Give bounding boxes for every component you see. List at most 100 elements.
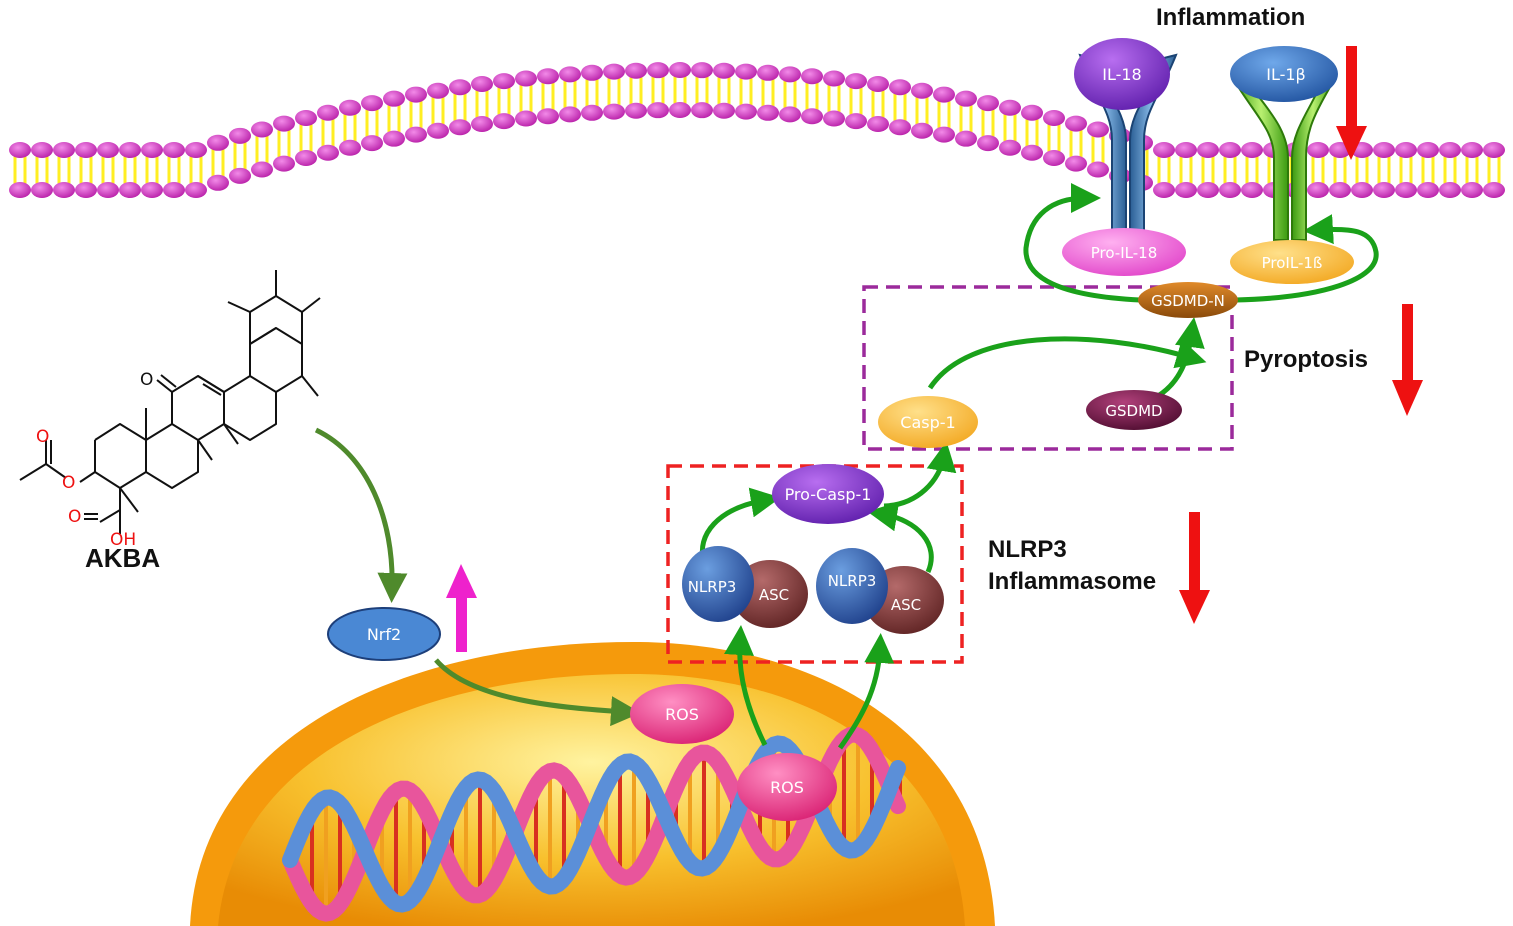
pyroptosis-label: Pyroptosis — [1244, 346, 1369, 373]
lipid — [405, 86, 427, 143]
lipid — [713, 62, 735, 119]
lipid — [317, 104, 339, 161]
svg-text:Pro-IL-18: Pro-IL-18 — [1091, 244, 1158, 262]
compound-name-label: AKBA — [85, 543, 161, 573]
lipid — [53, 142, 75, 198]
lipid — [1087, 121, 1109, 178]
lipid — [295, 110, 317, 167]
lipid — [163, 142, 185, 198]
lipid — [735, 63, 757, 120]
pyroptosis-box — [862, 285, 1234, 451]
svg-text:ProIL-1ß: ProIL-1ß — [1262, 254, 1323, 272]
lipid — [119, 142, 141, 198]
svg-text:Nrf2: Nrf2 — [367, 625, 401, 644]
lipid — [823, 70, 845, 127]
ros-node-2: ROS — [737, 753, 837, 821]
lipid — [647, 62, 669, 119]
svg-text:IL-18: IL-18 — [1102, 65, 1141, 84]
lipid — [427, 82, 449, 139]
lipid — [185, 142, 207, 198]
lipid — [229, 127, 251, 184]
inflammasome-label: Inflammasome — [988, 568, 1157, 595]
lipid — [1241, 142, 1263, 198]
lipid — [515, 70, 537, 127]
lipid — [537, 68, 559, 125]
lipid — [273, 115, 295, 172]
atom-o-ester: O — [62, 473, 75, 493]
lipid — [1065, 115, 1087, 172]
lipid — [1043, 110, 1065, 167]
lipid — [141, 142, 163, 198]
lipid — [845, 73, 867, 130]
ros-node-1: ROS — [630, 684, 734, 744]
svg-text:ASC: ASC — [891, 596, 921, 614]
lipid — [1175, 142, 1197, 198]
lipid — [1219, 142, 1241, 198]
svg-text:Casp-1: Casp-1 — [900, 413, 955, 432]
lipid — [31, 142, 53, 198]
lipid — [977, 95, 999, 152]
lipid — [1417, 142, 1439, 198]
atom-o-ketone: O — [140, 370, 153, 390]
nrf2-node: Nrf2 — [327, 607, 441, 661]
lipid — [1395, 142, 1417, 198]
lipid — [1373, 142, 1395, 198]
nlrp3-inflammasome-box — [666, 464, 964, 664]
down-arrow-pyroptosis — [1392, 304, 1423, 416]
il18-node: IL-18 — [1074, 38, 1170, 110]
svg-text:GSDMD: GSDMD — [1105, 402, 1162, 420]
lipid — [361, 95, 383, 152]
atom-o-carbonyl: O — [36, 427, 49, 447]
lipid — [1307, 142, 1329, 198]
svg-text:IL-1β: IL-1β — [1266, 65, 1306, 84]
lipid — [1197, 142, 1219, 198]
lipid — [251, 121, 273, 178]
up-arrow-nrf2 — [446, 564, 477, 652]
lipid — [779, 66, 801, 123]
pro-il1b-node: ProIL-1ß — [1230, 240, 1354, 284]
gsdmd-n-node: GSDMD-N — [1138, 282, 1238, 318]
svg-text:ROS: ROS — [770, 778, 804, 797]
il1b-node: IL-1β — [1230, 46, 1338, 102]
akba-structure — [19, 270, 321, 534]
lipid — [75, 142, 97, 198]
lipid — [97, 142, 119, 198]
lipid — [581, 64, 603, 121]
svg-text:ROS: ROS — [665, 705, 699, 724]
lipid — [1483, 142, 1505, 198]
lipid — [9, 142, 31, 198]
lipid — [1461, 142, 1483, 198]
svg-text:NLRP3: NLRP3 — [688, 578, 737, 596]
lipid — [757, 64, 779, 121]
lipid — [867, 76, 889, 133]
lipid — [801, 68, 823, 125]
lipid — [933, 86, 955, 143]
gsdmd-node: GSDMD — [1086, 390, 1182, 430]
nlrp3-asc-complex-1: NLRP3 ASC — [682, 546, 808, 628]
nlrp3-label: NLRP3 — [988, 536, 1067, 563]
lipid — [889, 79, 911, 136]
lipid — [493, 73, 515, 130]
svg-text:NLRP3: NLRP3 — [828, 572, 877, 590]
lipid — [1153, 142, 1175, 198]
lipid — [471, 76, 493, 133]
lipid — [625, 62, 647, 119]
svg-text:Pro-Casp-1: Pro-Casp-1 — [785, 485, 872, 504]
lipid — [449, 79, 471, 136]
lipid — [999, 99, 1021, 156]
down-arrow-nlrp3 — [1179, 512, 1210, 624]
lipid — [1439, 142, 1461, 198]
atom-o-acid: O — [68, 507, 81, 527]
lipid — [1021, 104, 1043, 161]
lipid — [559, 66, 581, 123]
lipid — [339, 99, 361, 156]
svg-text:GSDMD-N: GSDMD-N — [1151, 292, 1225, 310]
down-arrow-inflammation — [1336, 46, 1367, 160]
lipid — [603, 63, 625, 120]
arrow-nrf2-to-ros — [434, 658, 641, 727]
atom-oh: OH — [110, 530, 136, 550]
arrow-akba-to-nrf2 — [314, 427, 408, 603]
casp1-node: Casp-1 — [878, 396, 978, 448]
lipid — [383, 90, 405, 147]
